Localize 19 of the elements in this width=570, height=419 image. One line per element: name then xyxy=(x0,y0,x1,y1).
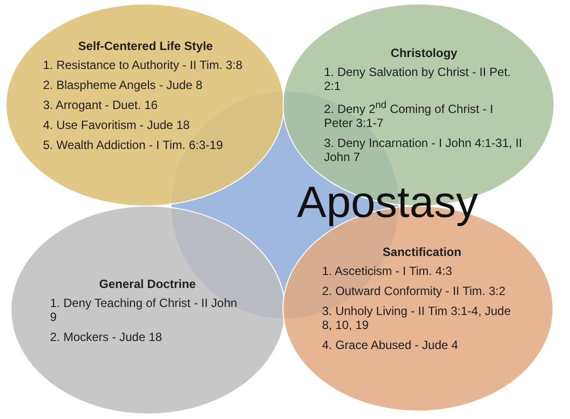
list-item: 3. Arrogant - Duet. 16 xyxy=(43,98,159,112)
list-item: 2. Outward Conformity - II Tim. 3:2 xyxy=(322,284,506,298)
list-item: 1. Asceticism - I Tim. 4:3 xyxy=(322,264,454,278)
category-heading: Self-Centered Life Style xyxy=(77,39,214,53)
list-item: 3. Unholy Living - II Tim 3:1-4, Jude 8, 10, 19 xyxy=(322,304,512,332)
list-item: 1. Resistance to Authority - II Tim. 3:8 xyxy=(43,58,244,72)
category-heading: Sanctification xyxy=(382,245,462,259)
list-item: 5. Wealth Addiction - I Tim. 6:3-19 xyxy=(43,138,224,152)
list-item: 2. Blaspheme Angels - Jude 8 xyxy=(43,78,204,92)
list-item: 3. Deny Incarnation - I John 4:1-31, II John 7 xyxy=(324,136,524,164)
list-item: 2. Deny 2$^{nd}$ Coming of Christ - I Peter 3:1-7 xyxy=(324,99,494,130)
list-item: 1. Deny Teaching of Christ - II John 9 xyxy=(50,296,238,324)
category-heading: General Doctrine xyxy=(98,277,197,291)
category-heading: Christology xyxy=(390,46,458,60)
list-item: 4. Use Favoritism - Jude 18 xyxy=(43,118,191,132)
list-item: 1. Deny Salvation by Christ - II Pet. 2:1 xyxy=(324,65,512,93)
list-item: 4. Grace Abused - Jude 4 xyxy=(322,338,460,352)
list-item: 2. Mockers - Jude 18 xyxy=(50,330,164,344)
center-title: Apostasy xyxy=(297,179,478,227)
